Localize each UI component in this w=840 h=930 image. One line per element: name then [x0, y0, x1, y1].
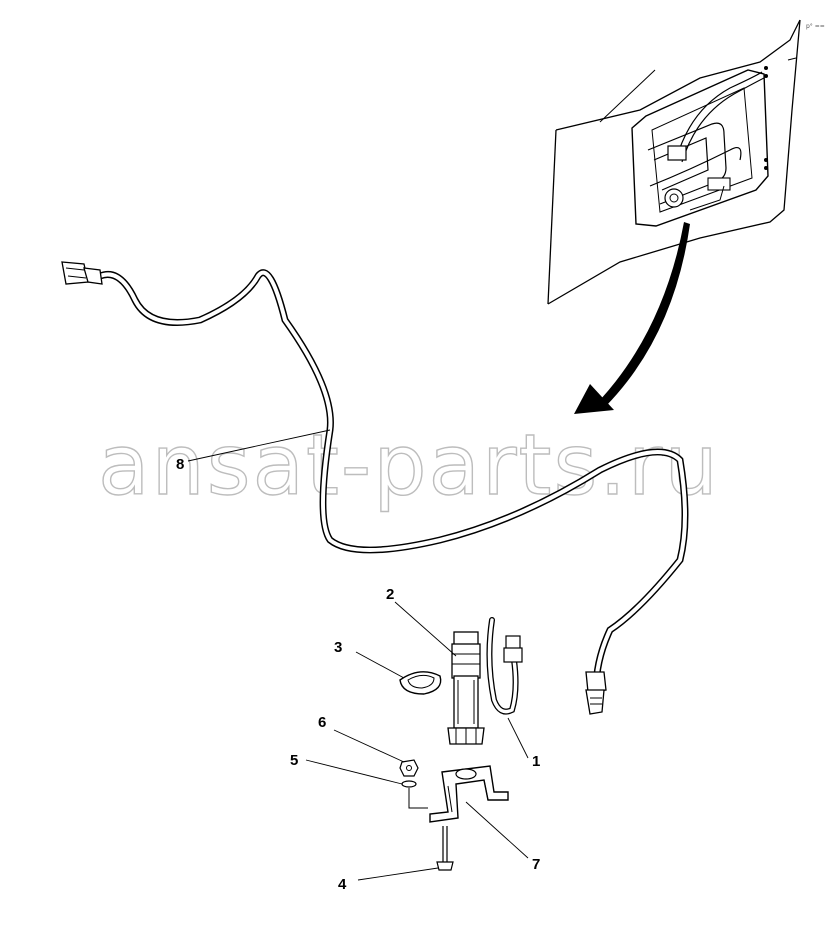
- screw-part: [436, 826, 454, 871]
- gasket-part: [399, 671, 442, 695]
- callout-2: 2: [386, 586, 394, 603]
- leader-lines: [187, 429, 529, 881]
- callout-7: 7: [532, 856, 540, 873]
- corner-mark: р° ==: [806, 23, 825, 30]
- curved-arrow-icon: [574, 222, 690, 414]
- watermark: ansat-parts.ru: [98, 416, 720, 514]
- callout-5: 5: [290, 752, 298, 769]
- callout-1: 1: [532, 753, 540, 770]
- callout-6: 6: [318, 714, 326, 731]
- callout-8: 8: [176, 456, 184, 473]
- wiring-harness-icon: [61, 261, 689, 715]
- washer-part: [401, 780, 417, 788]
- sensor-part: [447, 631, 485, 745]
- callout-4: 4: [338, 876, 347, 893]
- cab-panel-detail: [547, 19, 801, 305]
- small-harness-part: [486, 617, 523, 715]
- nut-part: [399, 759, 419, 777]
- bracket-part: [429, 765, 509, 823]
- callout-3: 3: [334, 639, 342, 656]
